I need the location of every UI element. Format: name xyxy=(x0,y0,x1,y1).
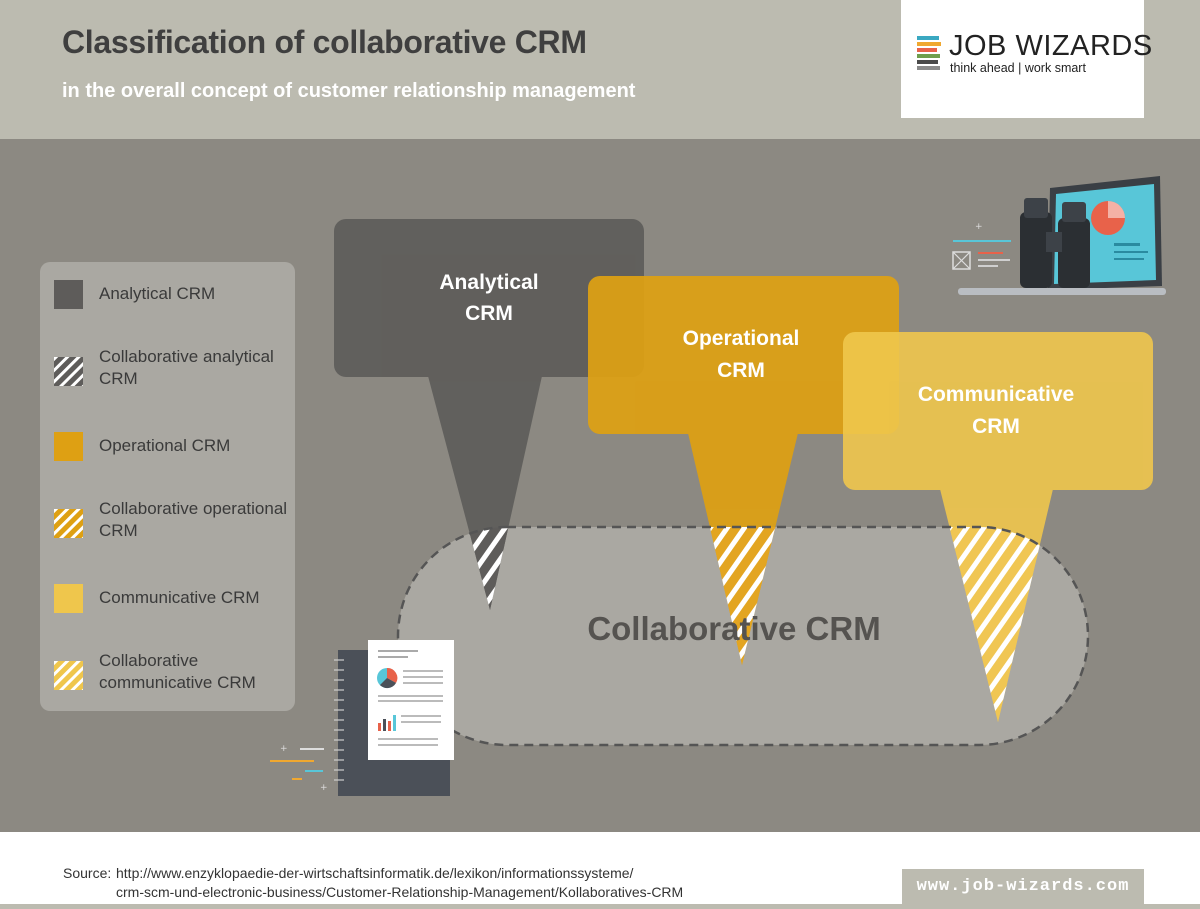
bubble-analytical xyxy=(334,219,644,610)
legend-swatch-communicative xyxy=(54,584,83,613)
legend-swatch-analytical xyxy=(54,280,83,309)
legend-item: Collaborative communicative CRM xyxy=(54,650,294,696)
diagram-area: Analytical CRM Operational CRM Communica… xyxy=(0,139,1200,832)
legend-item: Communicative CRM xyxy=(54,584,294,630)
legend-item: Collaborative operational CRM xyxy=(54,498,294,544)
legend-label: Analytical CRM xyxy=(99,284,216,303)
laptop-binoculars-icon: + xyxy=(952,176,1166,295)
svg-text:+: + xyxy=(280,744,288,754)
legend-label: Collaborative communicative CRM xyxy=(99,651,256,692)
legend: Analytical CRM Collaborative analytical … xyxy=(40,262,295,711)
page-title: Classification of collaborative CRM xyxy=(62,24,587,60)
legend-label: Collaborative operational CRM xyxy=(99,499,288,540)
website-link[interactable]: www.job-wizards.com xyxy=(902,869,1144,904)
legend-label: Operational CRM xyxy=(99,436,231,455)
legend-swatch-collab-communicative xyxy=(54,661,83,690)
legend-swatch-operational xyxy=(54,432,83,461)
legend-swatch-collab-analytical xyxy=(54,357,83,386)
page-subtitle: in the overall concept of customer relat… xyxy=(62,80,636,102)
legend-swatch-collab-operational xyxy=(54,509,83,538)
bottom-divider xyxy=(0,904,1200,909)
crm-diagram: Analytical CRM Operational CRM Communica… xyxy=(270,176,1166,796)
collaborative-outline xyxy=(396,525,1090,747)
collaborative-label: Collaborative CRM xyxy=(587,610,880,647)
legend-item: Operational CRM xyxy=(54,432,294,478)
source-label: Source: xyxy=(63,865,112,881)
collab-operational-wedge xyxy=(688,527,798,665)
logo[interactable]: JOB WIZARDS think ahead | work smart xyxy=(901,0,1152,118)
legend-item: Collaborative analytical CRM xyxy=(54,346,294,392)
legend-label: Communicative CRM xyxy=(99,588,260,607)
collab-communicative-wedge xyxy=(940,527,1053,722)
logo-bars-icon xyxy=(917,36,941,72)
logo-tagline: think ahead | work smart xyxy=(950,61,1086,75)
source-url-line-1[interactable]: http://www.enzyklopaedie-der-wirtschafts… xyxy=(116,865,634,881)
footer: Source: http://www.enzyklopaedie-der-wir… xyxy=(0,832,1200,909)
legend-item: Analytical CRM xyxy=(54,280,294,326)
bubble-operational-label-2: CRM xyxy=(717,359,765,382)
bubble-operational-label-1: Operational xyxy=(683,327,800,350)
bubble-communicative-label-1: Communicative xyxy=(918,383,1074,406)
legend-label: Collaborative analytical CRM xyxy=(99,347,274,388)
source-url-line-2[interactable]: crm-scm-und-electronic-business/Customer… xyxy=(116,884,684,900)
header-band: Classification of collaborative CRM in t… xyxy=(0,0,1200,139)
bubble-analytical-label-2: CRM xyxy=(465,302,513,325)
bubble-communicative-label-2: CRM xyxy=(972,415,1020,438)
svg-text:+: + xyxy=(975,222,983,232)
svg-text:+: + xyxy=(320,783,328,793)
bubble-analytical-label-1: Analytical xyxy=(439,271,538,294)
logo-name: JOB WIZARDS xyxy=(949,30,1153,62)
notebook-report-icon: + + xyxy=(270,640,454,796)
